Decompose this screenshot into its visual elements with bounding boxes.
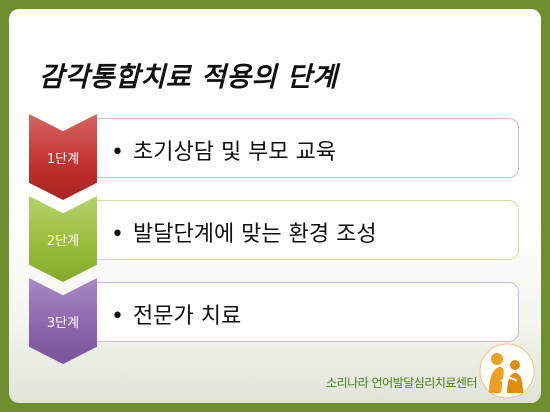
bullet-icon: • — [111, 222, 124, 247]
bullet-icon: • — [111, 140, 124, 165]
slide-title: 감각통합치료 적용의 단계 — [39, 62, 338, 93]
step-1-text: 초기상담 및 부모 교육 — [132, 140, 337, 165]
step-1-label: 1단계 — [46, 152, 80, 167]
step-2: • 발달단계에 맞는 환경 조성 2단계 — [29, 196, 529, 282]
step-3-text-line: • 전문가 치료 — [111, 298, 241, 330]
step-1-text-line: • 초기상담 및 부모 교육 — [111, 134, 336, 166]
bullet-icon: • — [111, 304, 124, 329]
step-2-text: 발달단계에 맞는 환경 조성 — [132, 222, 377, 247]
step-3-text: 전문가 치료 — [132, 304, 242, 329]
slide: 감각통합치료 적용의 단계 • 초기상담 및 부모 교육 1단계 • 발달단계에 맞… — [9, 9, 541, 403]
figures-logo-icon — [479, 343, 535, 399]
step-3: • 전문가 치료 3단계 — [29, 278, 529, 364]
step-3-label: 3단계 — [46, 316, 80, 331]
step-2-label: 2단계 — [46, 234, 80, 249]
step-1: • 초기상담 및 부모 교육 1단계 — [29, 114, 529, 200]
footer-text: 소리나라 언어발달심리치료센터 — [326, 376, 477, 390]
step-3-panel: • 전문가 치료 — [97, 282, 519, 342]
step-2-panel: • 발달단계에 맞는 환경 조성 — [97, 200, 519, 260]
step-1-panel: • 초기상담 및 부모 교육 — [97, 118, 519, 178]
step-2-text-line: • 발달단계에 맞는 환경 조성 — [111, 216, 377, 248]
footer: 소리나라 언어발달심리치료센터 — [281, 343, 541, 403]
